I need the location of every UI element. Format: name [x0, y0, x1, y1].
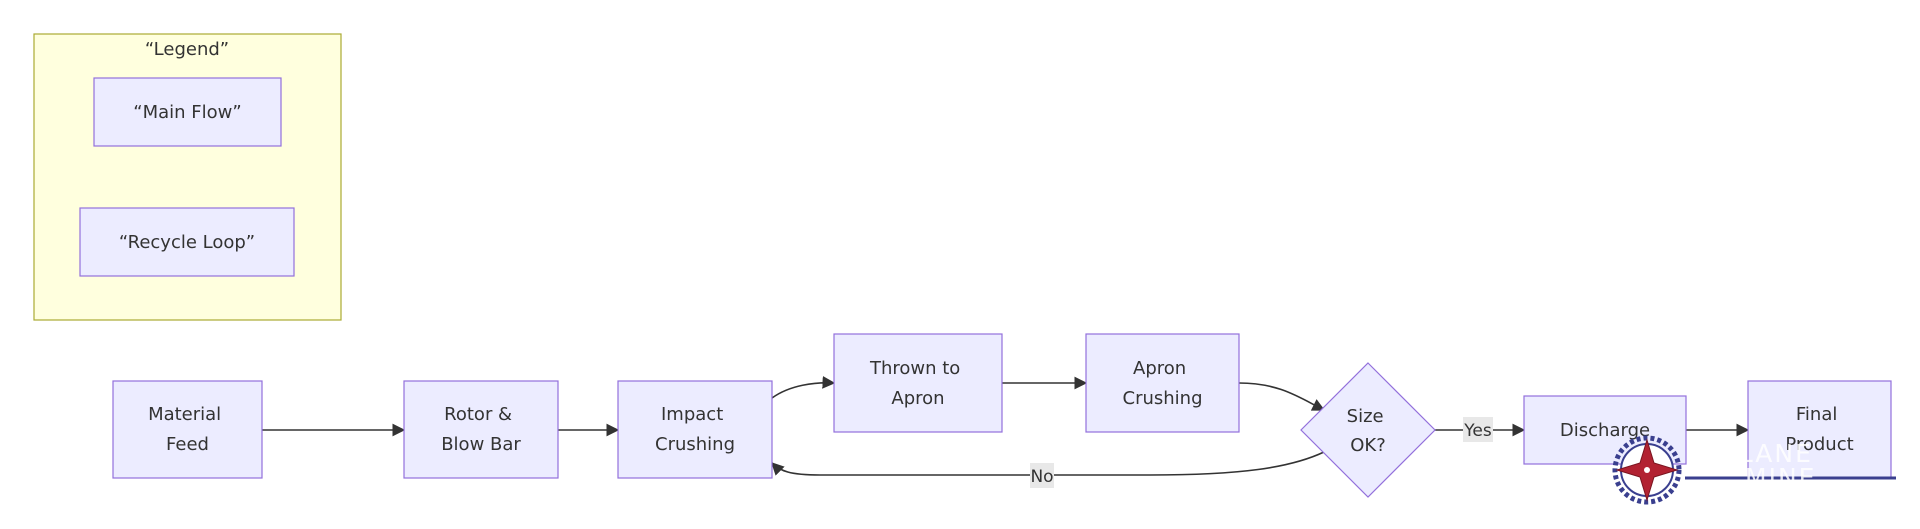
- node-apron-crushing-label: Apron Crushing: [1123, 358, 1203, 409]
- legend: “Legend” “Main Flow” “Recycle Loop”: [33, 33, 342, 321]
- node-impact-crushing-label: Impact Crushing: [655, 404, 735, 455]
- node-discharge-label: Discharge: [1560, 420, 1650, 441]
- edge-label-yes-text: Yes: [1463, 421, 1492, 441]
- node-rotor-blow-bar-label: Rotor & Blow Bar: [441, 404, 521, 455]
- watermark-logo: G CLANE MINE: [1612, 435, 1896, 505]
- node-size-ok-decision: Size OK?: [1300, 362, 1436, 498]
- node-rotor-blow-bar: Rotor & Blow Bar: [403, 380, 559, 479]
- watermark-text-line2: MINE: [1745, 463, 1816, 492]
- node-thrown-to-apron: Thrown to Apron: [833, 333, 1003, 433]
- edges: [262, 376, 1750, 476]
- watermark-gear-ring: [1612, 435, 1682, 505]
- node-impact-crushing: Impact Crushing: [617, 380, 773, 479]
- edge-label-no-text: No: [1030, 467, 1053, 487]
- legend-item-label: “Main Flow”: [133, 102, 241, 123]
- node-final-product-label: Final Product: [1785, 404, 1853, 455]
- legend-item-label: “Recycle Loop”: [119, 232, 255, 253]
- edge-size-no-to-impact: [771, 451, 1325, 476]
- legend-item-main-flow: “Main Flow”: [93, 77, 282, 147]
- edge-apron-to-size: [1238, 382, 1326, 411]
- legend-title: “Legend”: [145, 39, 229, 60]
- legend-box: [33, 33, 342, 321]
- legend-item-recycle-loop: “Recycle Loop”: [79, 207, 295, 277]
- edge-label-yes: Yes: [1463, 417, 1493, 442]
- node-material-feed: Material Feed: [112, 380, 263, 479]
- edge-impact-to-thrown: [771, 376, 836, 399]
- compass-center-icon: [1644, 467, 1650, 473]
- watermark-text-line1: G CLANE: [1688, 439, 1813, 468]
- node-size-ok-label: Size OK?: [1347, 406, 1390, 456]
- node-thrown-to-apron-label: Thrown to Apron: [869, 358, 966, 409]
- node-apron-crushing: Apron Crushing: [1085, 333, 1240, 433]
- edge-label-no: No: [1030, 463, 1054, 488]
- node-final-product: Final Product: [1747, 380, 1892, 479]
- node-material-feed-label: Material Feed: [148, 404, 227, 455]
